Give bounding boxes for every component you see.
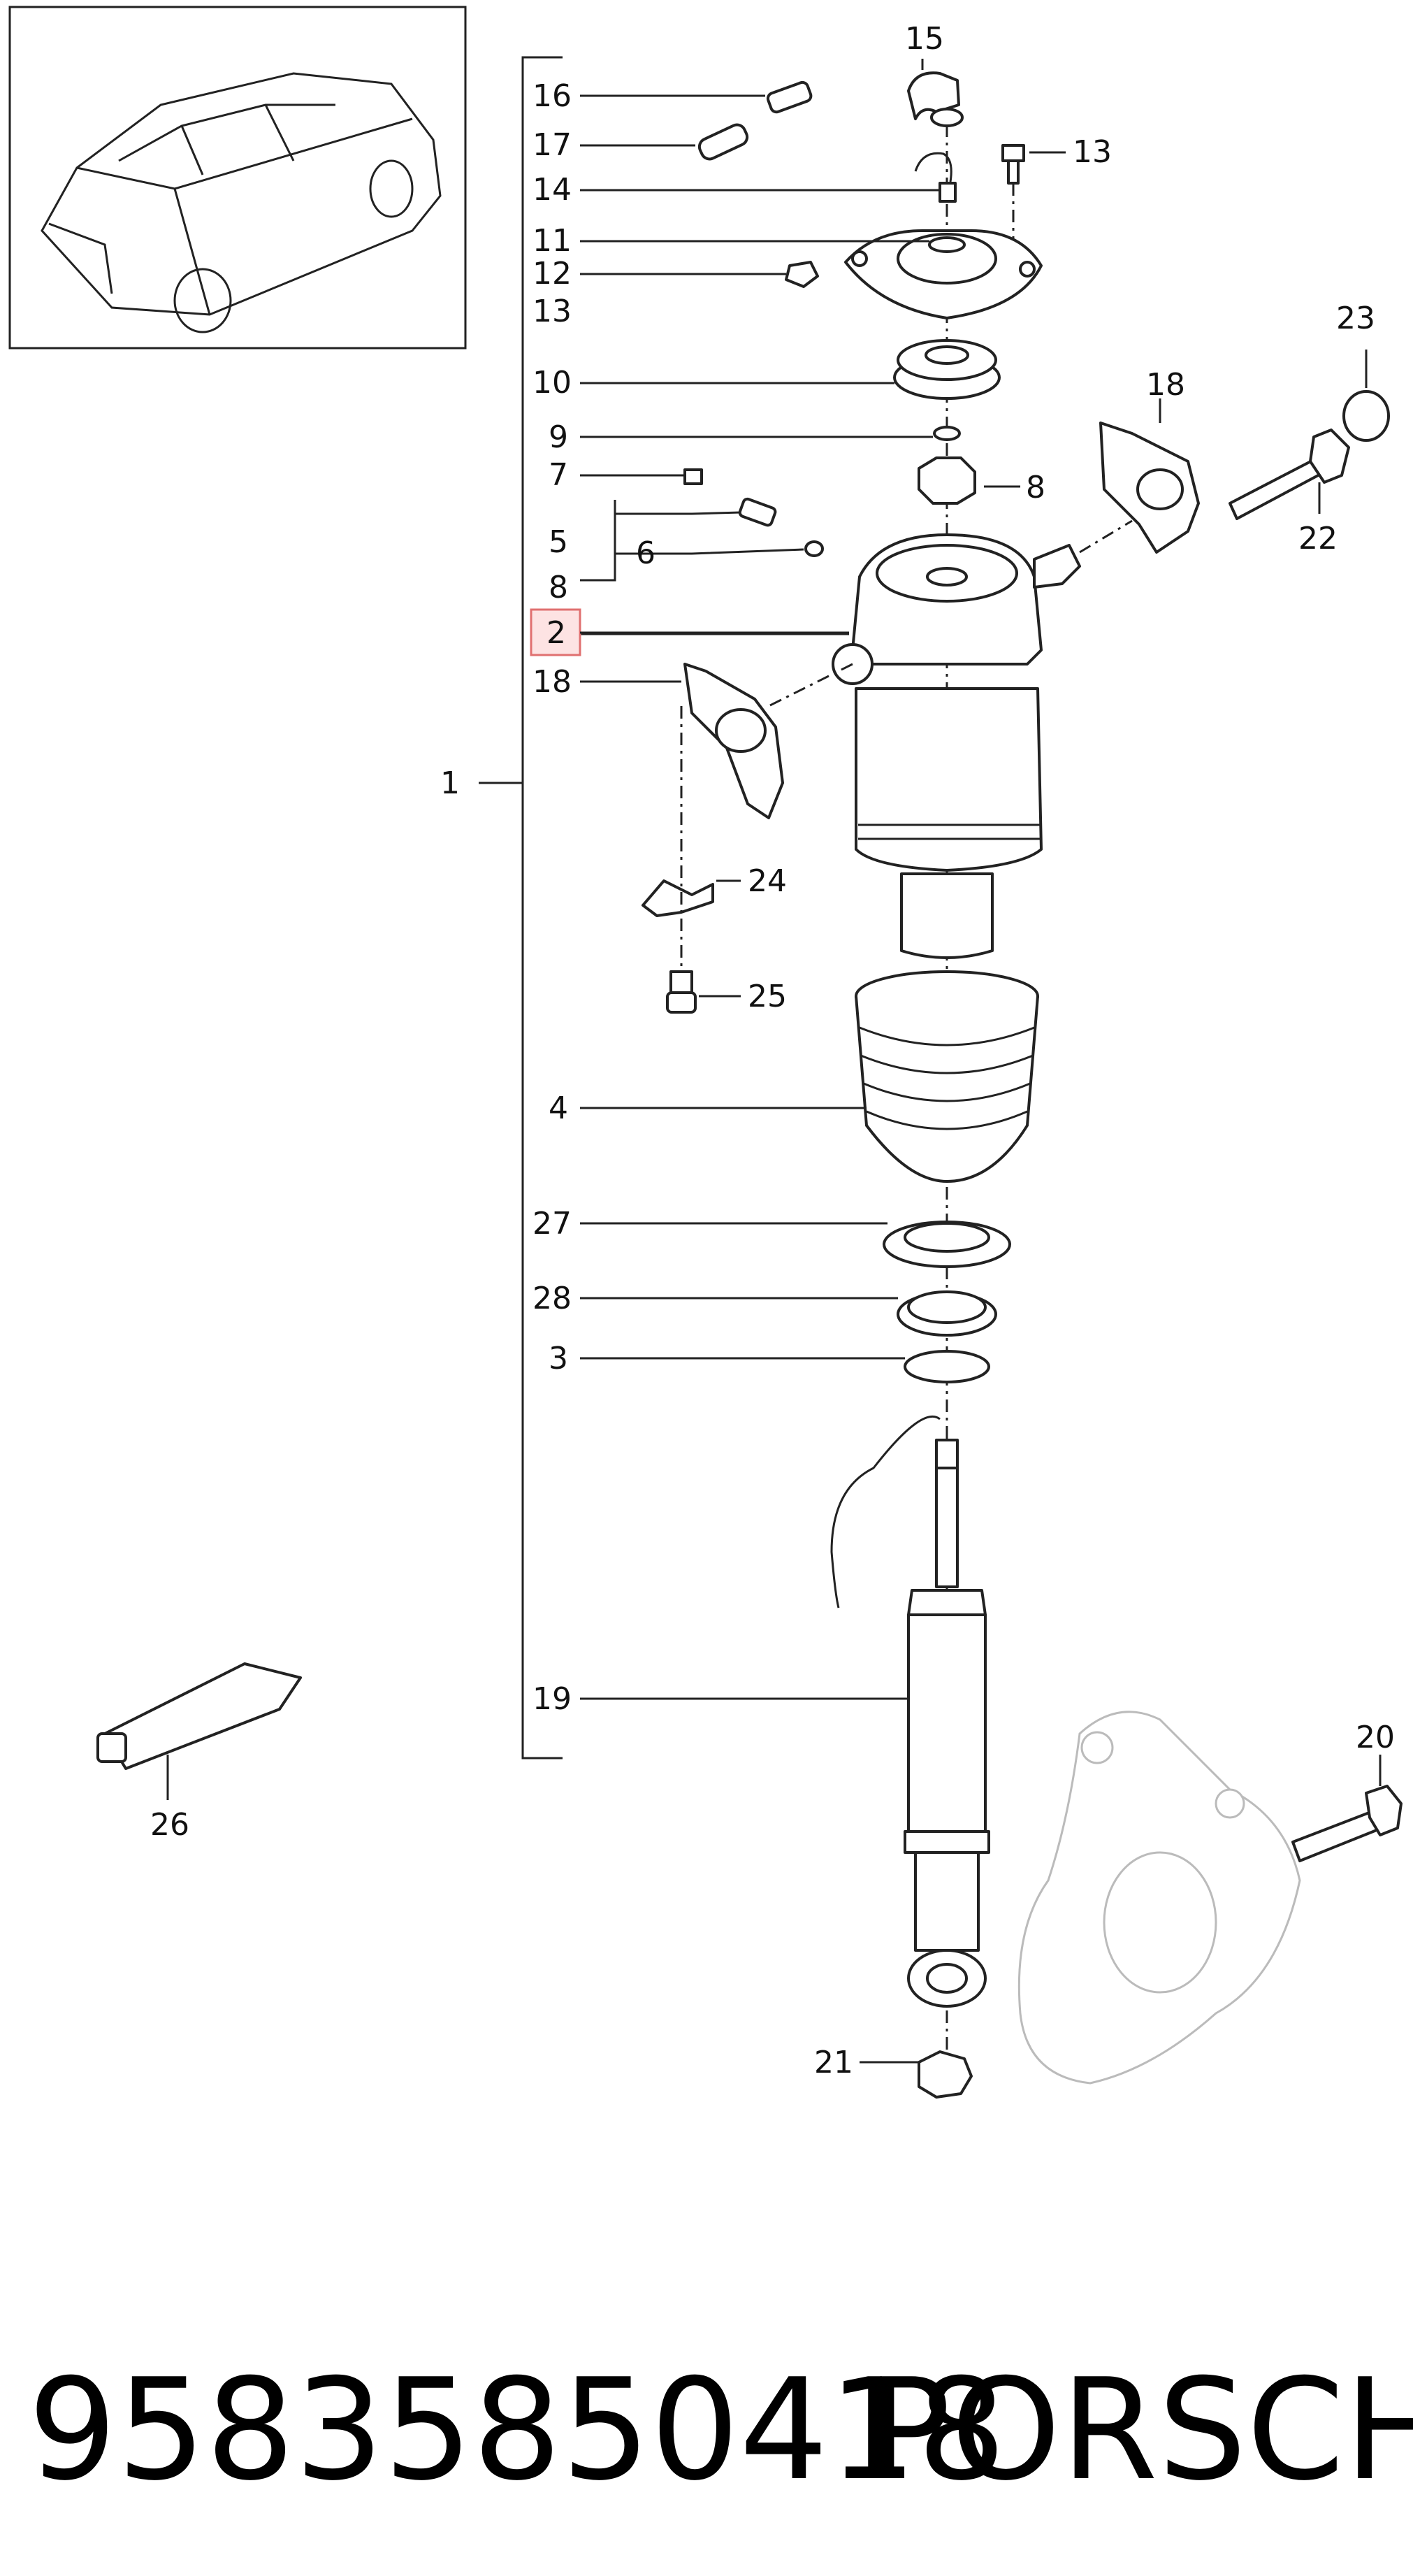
part-8-nut [918, 456, 976, 505]
callout-19: 19 [532, 1681, 572, 1717]
callout-15: 15 [905, 21, 944, 57]
callout-28: 28 [532, 1281, 572, 1316]
callout-14: 14 [532, 172, 572, 208]
footer-brand: PORSCHE [867, 2349, 1413, 2512]
callout-12: 12 [532, 256, 572, 292]
part-27-adjuster-ring [883, 1221, 1011, 1268]
part-9-washer [933, 426, 961, 441]
callout-8b: 8 [549, 570, 568, 605]
callout-11: 11 [532, 223, 572, 259]
part-26-grease-tube [96, 1662, 302, 1770]
callout-27: 27 [532, 1206, 572, 1242]
part-12-nut [785, 261, 819, 288]
callout-25: 25 [748, 979, 787, 1014]
callout-7: 7 [549, 457, 568, 493]
callout-2: 2 [546, 615, 566, 651]
callout-17: 17 [532, 127, 572, 163]
part-15-elbow [907, 71, 964, 127]
callout-4: 4 [549, 1091, 568, 1126]
callout-22: 22 [1298, 521, 1338, 556]
callout-13b: 13 [532, 294, 572, 329]
callout-6: 6 [636, 535, 655, 571]
part-16-connector [766, 80, 813, 114]
part-19-shock-absorber [830, 1415, 990, 2008]
part-18-right-bracket [1079, 422, 1200, 554]
callout-10: 10 [532, 365, 572, 401]
part-7-screw [683, 468, 703, 485]
callout-18b: 18 [1146, 367, 1185, 403]
footer-part-number: 95835850418 [28, 2349, 1006, 2512]
assembly-bracket [479, 56, 563, 1760]
part-25-bolt [666, 970, 697, 1014]
part-13-bolt [1001, 144, 1025, 280]
part-3-oring [904, 1350, 990, 1383]
suv-icon [41, 72, 442, 333]
callout-1: 1 [440, 765, 460, 801]
part-11-top-mount [844, 229, 1043, 319]
callout-18a: 18 [532, 664, 572, 700]
part-24-clip [642, 706, 714, 979]
callout-13a: 13 [1073, 134, 1112, 170]
wheel-carrier-ghost [1017, 1711, 1301, 2085]
part-22-bolt [1229, 429, 1350, 520]
part-6-oring [804, 540, 824, 557]
part-23-cap [1342, 390, 1390, 442]
part-20-bolt [1291, 1785, 1403, 1862]
callout-labels: 15 16 13 17 14 11 12 13 23 10 18 9 7 8 5… [150, 21, 1395, 2080]
part-4-dust-boot [855, 970, 1039, 1183]
part-5-valve [738, 497, 777, 527]
callout-16: 16 [532, 78, 572, 114]
part-14-tube [914, 152, 957, 203]
callout-8a: 8 [1026, 470, 1045, 505]
vehicle-thumbnail [8, 6, 467, 350]
part-21-nut [918, 2050, 973, 2099]
part-10-bearing-ring [893, 339, 1001, 400]
callout-24: 24 [748, 863, 787, 899]
callout-9: 9 [549, 419, 568, 455]
callout-3: 3 [549, 1341, 568, 1376]
callout-23: 23 [1336, 301, 1375, 336]
callout-21: 21 [814, 2045, 853, 2080]
callout-20: 20 [1356, 1720, 1395, 1755]
callout-26: 26 [150, 1807, 189, 1843]
highlight-box-part-2 [530, 608, 581, 656]
part-28-ring [897, 1290, 997, 1337]
part-2-air-spring [832, 533, 1081, 872]
callout-5: 5 [549, 524, 568, 560]
spring-rod-tube [900, 872, 994, 959]
leader-lines [166, 59, 1382, 2064]
part-18-left-bracket [683, 663, 853, 819]
part-17-plug [697, 123, 749, 161]
